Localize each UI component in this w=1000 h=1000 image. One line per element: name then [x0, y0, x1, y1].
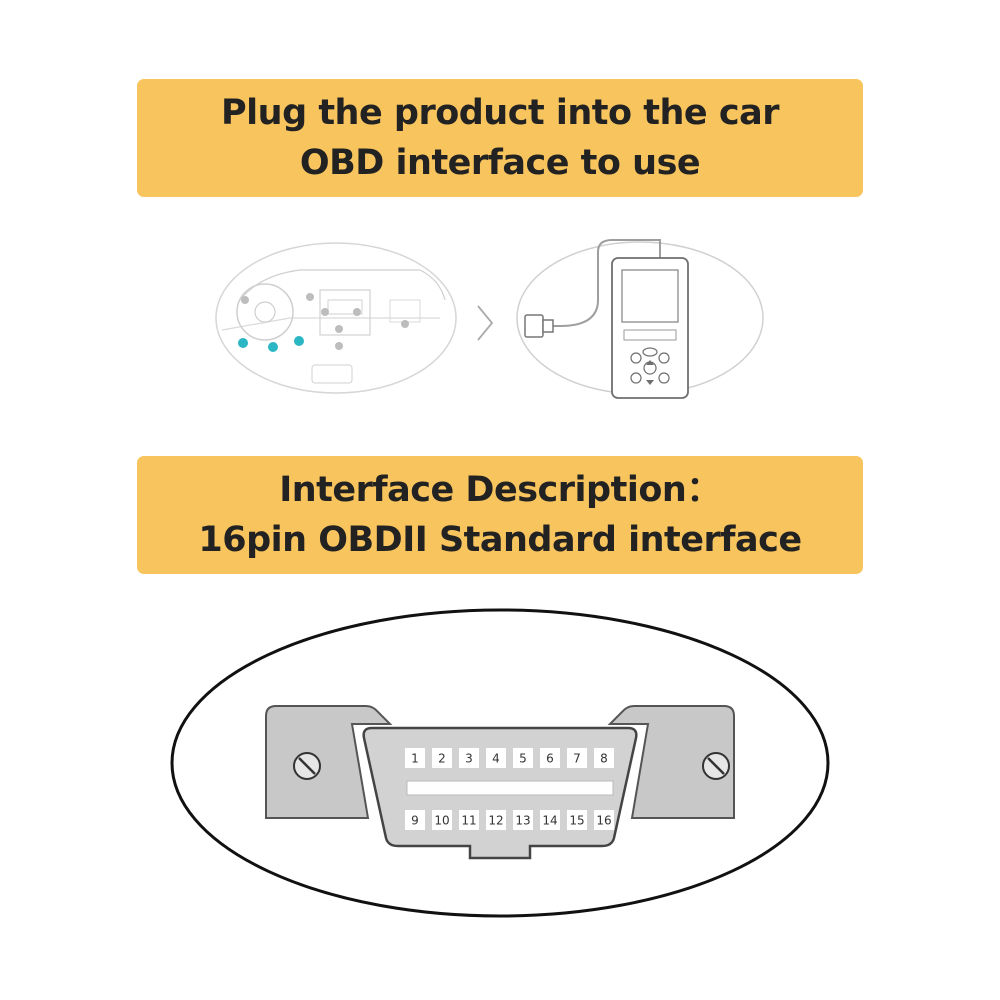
pin-label: 15: [569, 814, 584, 828]
pin-label: 1: [411, 752, 419, 766]
pin-label: 11: [461, 814, 476, 828]
pin-label: 8: [600, 752, 608, 766]
usage-banner: Plug the product into the car OBD interf…: [137, 79, 863, 197]
pin-slot: [594, 748, 614, 768]
pin-slot: [513, 748, 533, 768]
pin-slot: [405, 748, 425, 768]
obd-location-marker: [294, 336, 304, 346]
pin-label: 9: [411, 814, 419, 828]
pin-slot: [540, 810, 560, 830]
pin-slot: [513, 810, 533, 830]
pin-label: 16: [596, 814, 611, 828]
screw-icon: [293, 752, 321, 780]
scanner-button: [642, 347, 658, 357]
pin-slot: [432, 748, 452, 768]
pin-slot: [459, 748, 479, 768]
usage-line-1: Plug the product into the car: [221, 93, 779, 133]
connector-key-strip: [406, 780, 614, 796]
pin-slot: [405, 810, 425, 830]
usage-line-2: OBD interface to use: [299, 143, 701, 183]
pin-label: 5: [519, 752, 527, 766]
obd-location-marker: [268, 342, 278, 352]
pin-label: 14: [542, 814, 557, 828]
pin-slot: [594, 810, 614, 830]
pin-slot: [486, 748, 506, 768]
pin-label: 3: [465, 752, 473, 766]
scanner-button: [658, 372, 670, 384]
pin-label: 13: [515, 814, 530, 828]
screw-icon: [702, 752, 730, 780]
pin-slot: [567, 810, 587, 830]
pin-row-bottom: 9 10 11 12 13 14 15 16: [405, 810, 614, 830]
usb-plug-icon: [524, 314, 544, 338]
steering-wheel-icon: [236, 283, 294, 341]
pin-label: 12: [488, 814, 503, 828]
pin-label: 7: [573, 752, 581, 766]
dashboard-illustration: [215, 242, 457, 394]
pin-label: 2: [438, 752, 446, 766]
chevron-right-icon: [477, 305, 494, 341]
scanner-screen: [621, 269, 679, 323]
scanner-button: [658, 352, 670, 364]
scanner-button: [630, 372, 642, 384]
pin-row-top: 1 2 3 4 5 6 7 8: [405, 748, 614, 768]
scanner-button: [630, 352, 642, 364]
interface-line-2: 16pin OBDII Standard interface: [198, 520, 802, 560]
right-flange: [607, 705, 735, 819]
pin-slot: [432, 810, 452, 830]
pin-slot: [486, 810, 506, 830]
pin-label: 10: [434, 814, 449, 828]
scanner-illustration: [516, 239, 764, 399]
obd-location-marker: [238, 338, 248, 348]
pin-slot: [567, 748, 587, 768]
pin-label: 6: [546, 752, 554, 766]
pin-label: 4: [492, 752, 500, 766]
usage-illustration: [215, 239, 764, 399]
interface-banner: Interface Description： 16pin OBDII Stand…: [137, 456, 863, 574]
pin-slot: [540, 748, 560, 768]
left-flange: [265, 705, 393, 819]
pin-slot: [459, 810, 479, 830]
interface-line-1: Interface Description：: [279, 470, 721, 510]
